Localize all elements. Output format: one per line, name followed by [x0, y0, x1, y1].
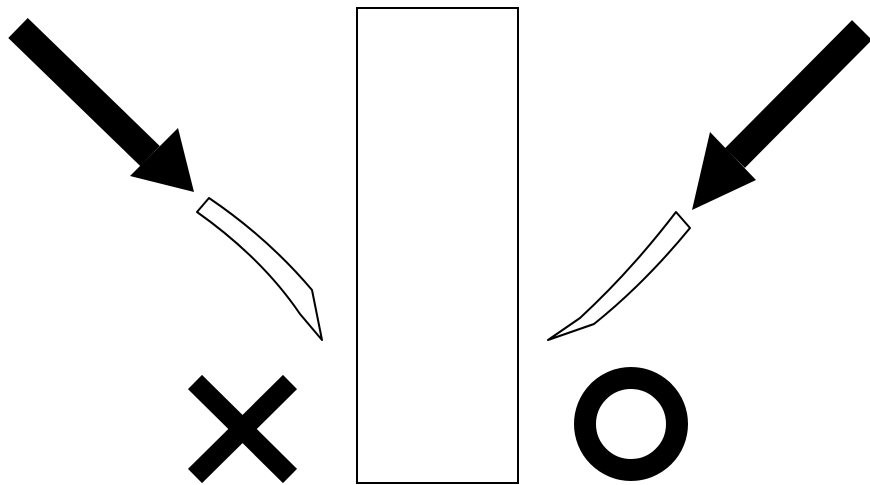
right-blade-icon	[548, 212, 690, 340]
circle-icon	[585, 378, 677, 470]
right-arrow-icon	[692, 30, 862, 210]
left-arrow-icon	[18, 28, 194, 192]
center-block	[357, 8, 518, 483]
cross-icon	[195, 382, 290, 476]
left-blade-icon	[197, 198, 322, 340]
